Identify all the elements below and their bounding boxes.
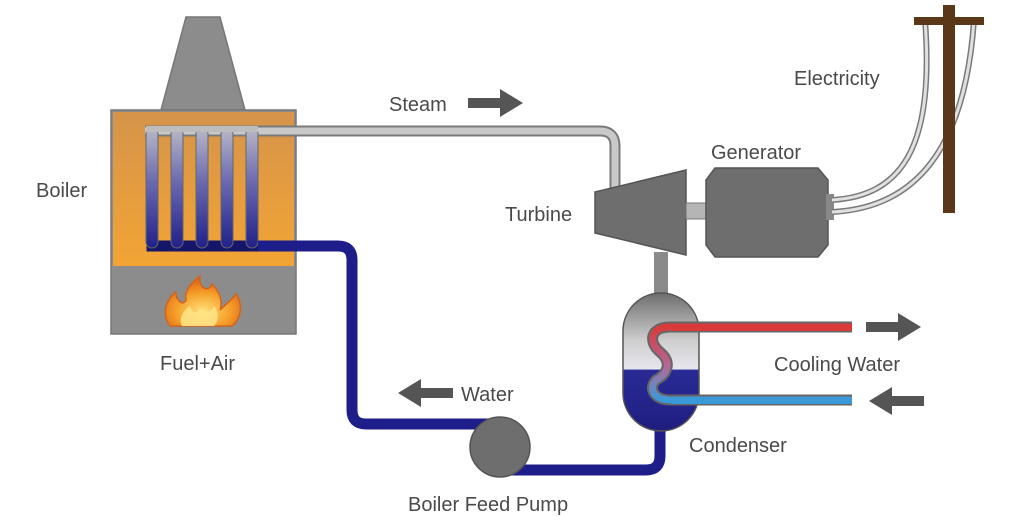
condenser [622, 292, 700, 432]
boiler-feed-pump [469, 416, 531, 478]
flame-icon [164, 274, 242, 327]
fuel-air-label: Fuel+Air [160, 353, 235, 375]
electricity-label: Electricity [794, 68, 880, 90]
electricity-cables [831, 19, 977, 215]
turbine [594, 169, 687, 256]
turbine-exhaust-pipe [654, 252, 668, 296]
cooling-in-arrow-icon [869, 387, 924, 415]
steam-pipe [145, 125, 621, 188]
water-label: Water [461, 384, 514, 406]
generator [705, 167, 834, 258]
utility-pole [914, 5, 984, 213]
cooling-water-label: Cooling Water [774, 354, 900, 376]
condenser-label: Condenser [689, 435, 787, 457]
boiler-label: Boiler [36, 180, 87, 202]
water-pipe [258, 240, 666, 476]
steam-direction-arrow-icon [468, 89, 523, 117]
cooling-coil [647, 321, 852, 406]
water-direction-arrow-icon [398, 379, 453, 407]
cooling-out-arrow-icon [866, 313, 921, 341]
turbine-label: Turbine [505, 204, 572, 226]
steam-label: Steam [389, 94, 447, 116]
chimney [160, 16, 246, 111]
boiler-feed-pump-label: Boiler Feed Pump [408, 494, 568, 516]
shaft [685, 202, 709, 220]
generator-label: Generator [711, 142, 801, 164]
